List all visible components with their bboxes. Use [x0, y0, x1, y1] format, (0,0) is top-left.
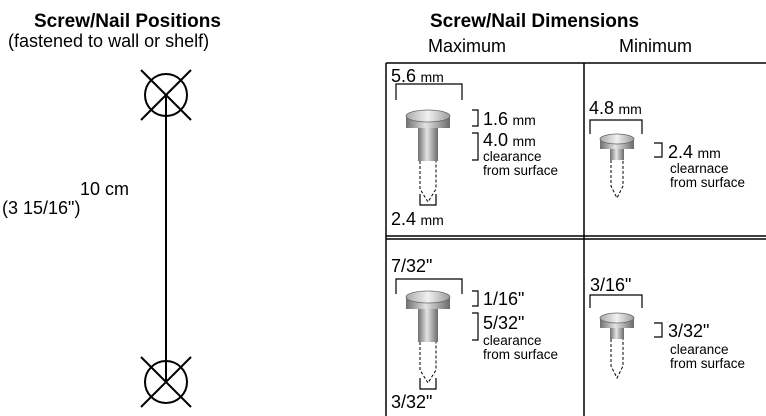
column-header-maximum: Maximum: [428, 36, 507, 56]
screw-illustration-imperial-max: [395, 278, 479, 390]
positions-subtitle: (fastened to wall or shelf): [8, 31, 210, 51]
clearance-gap-label: 3/32": [668, 321, 710, 341]
screw-illustration-metric-min: [589, 119, 663, 200]
column-header-minimum: Minimum: [619, 36, 693, 56]
screw-position-bottom-marker: [140, 356, 192, 408]
screw-illustration-imperial-min: [589, 294, 663, 380]
head-diameter-label: 3/16": [590, 275, 632, 295]
clearance-note: clearance from surface: [483, 149, 559, 178]
shank-diameter-label: 3/32": [391, 392, 433, 412]
clearance-note: clearnace from surface: [670, 161, 746, 190]
clearance-note: clearance from surface: [670, 342, 746, 371]
clearance-gap-label: 2.4 mm: [668, 142, 721, 162]
head-diameter-label: 5.6 mm: [391, 66, 444, 86]
head-thickness-label: 1/16": [483, 289, 525, 309]
head-thickness-label: 1.6 mm: [483, 109, 536, 129]
distance-inch-label: (3 15/16"): [2, 198, 81, 218]
clearance-gap-label: 4.0 mm: [483, 130, 536, 150]
screw-position-top-marker: [140, 69, 192, 121]
head-diameter-label: 7/32": [391, 256, 433, 276]
screw-illustration-metric-max: [395, 83, 479, 206]
positions-title: Screw/Nail Positions: [34, 11, 221, 32]
clearance-gap-label: 5/32": [483, 313, 525, 333]
dimensions-table-grid: [385, 62, 766, 416]
head-diameter-label: 4.8 mm: [589, 98, 642, 118]
dimensions-title: Screw/Nail Dimensions: [430, 11, 640, 32]
clearance-note: clearance from surface: [483, 333, 559, 362]
shank-diameter-label: 2.4 mm: [391, 209, 444, 229]
distance-cm-label: 10 cm: [80, 179, 130, 199]
